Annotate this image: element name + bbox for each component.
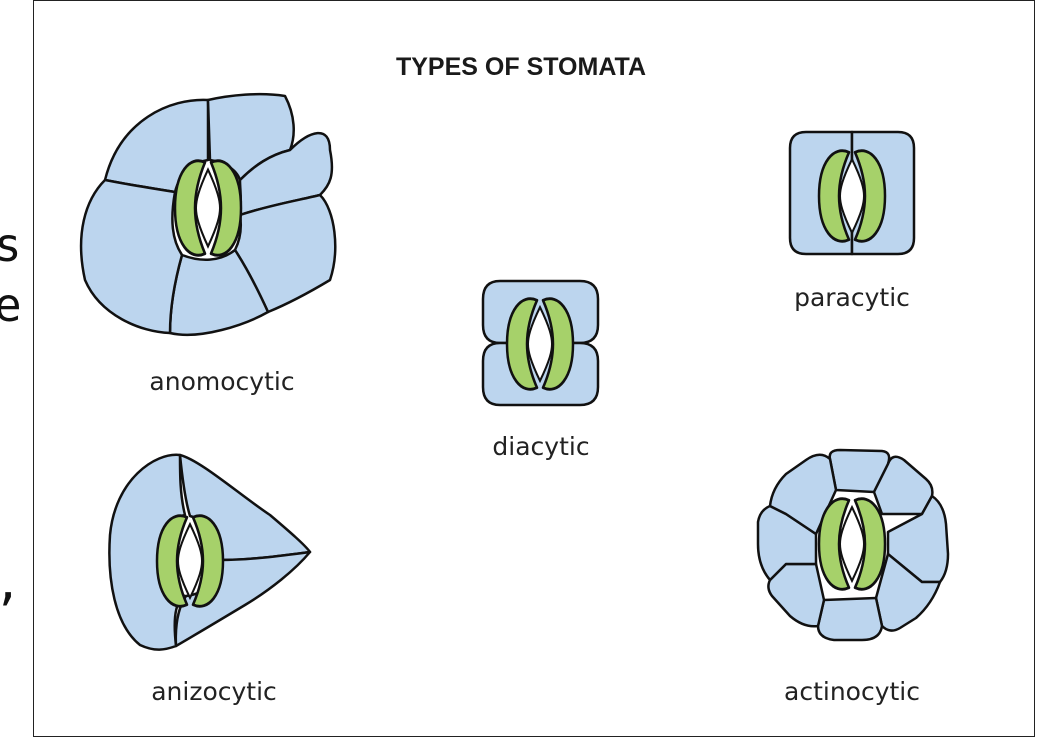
diacytic-stoma (483, 281, 598, 405)
anomocytic-stoma (81, 94, 335, 335)
caption-actinocytic: actinocytic (784, 677, 920, 706)
paracytic-stoma (790, 132, 914, 254)
caption-paracytic: paracytic (794, 283, 910, 312)
caption-diacytic: diacytic (492, 432, 589, 461)
anizocytic-stoma (109, 455, 310, 650)
caption-anomocytic: anomocytic (149, 367, 294, 396)
caption-anizocytic: anizocytic (151, 677, 277, 706)
actinocytic-stoma (758, 450, 948, 640)
diagram-title: TYPES OF STOMATA (396, 53, 646, 81)
